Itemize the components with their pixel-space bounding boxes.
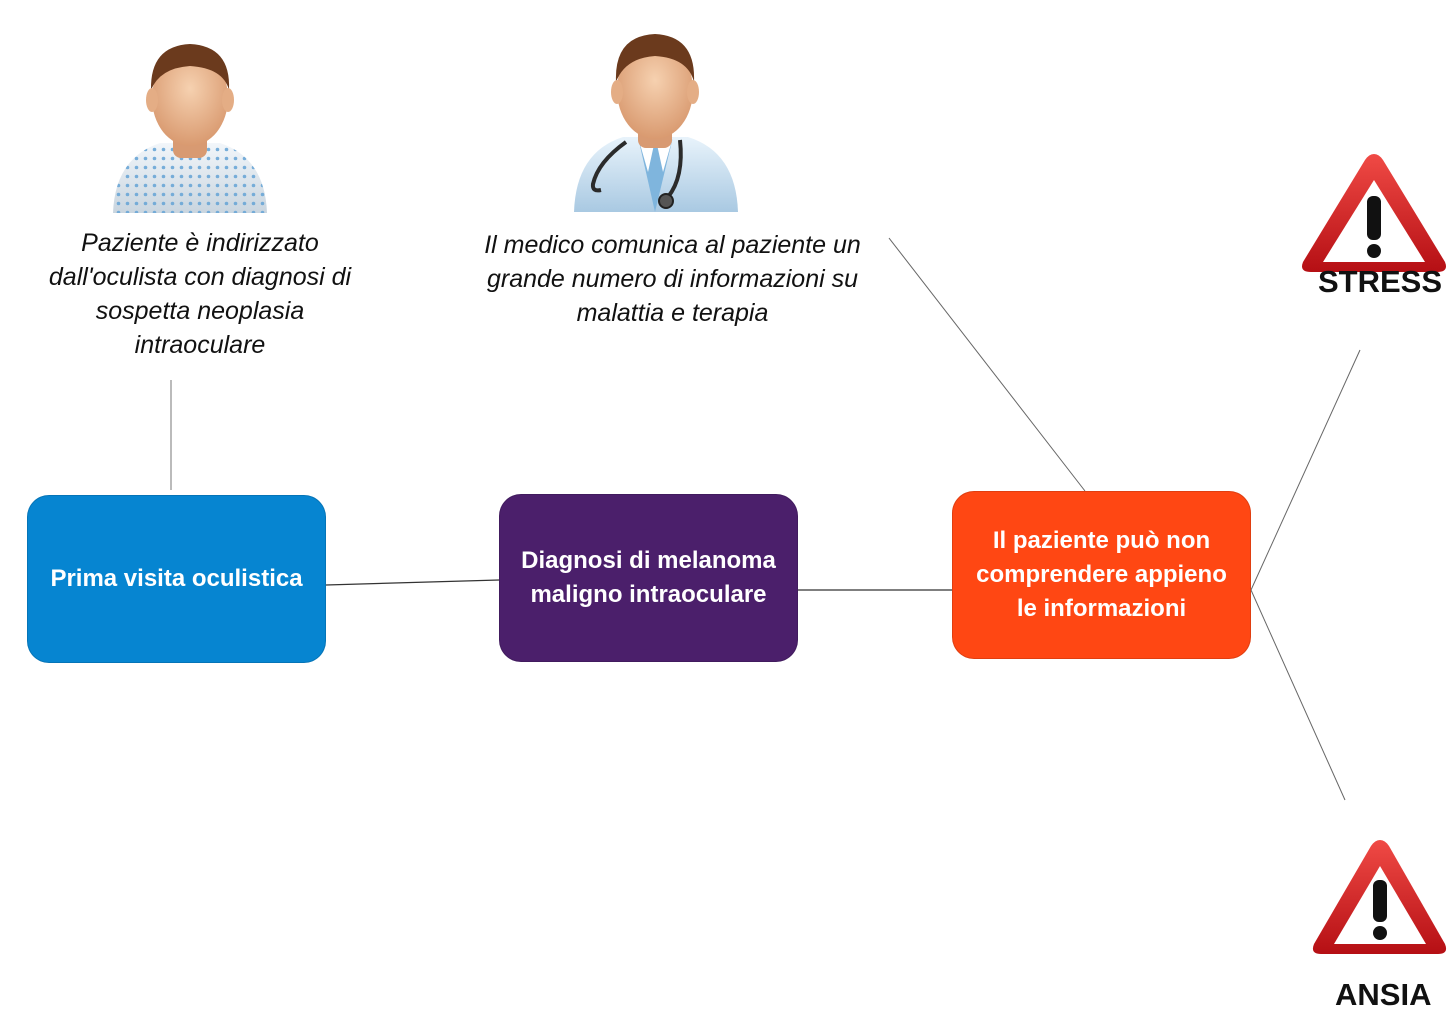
- connector-misunderstanding-to-ansia: [1250, 589, 1346, 801]
- warning-triangle-icon: [1310, 836, 1449, 958]
- outcome-ansia-label: ANSIA: [1335, 977, 1432, 1012]
- node-diagnosis: Diagnosi di melanoma maligno intraocular…: [499, 494, 798, 662]
- connector-first-visit-to-diagnosis: [325, 579, 500, 586]
- node-first-visit: Prima visita oculistica: [27, 495, 326, 663]
- caption-doctor: Il medico comunica al paziente un grande…: [484, 231, 861, 327]
- connector-doctor-to-misunderstanding: [888, 237, 1086, 492]
- patient-avatar-icon: [105, 28, 275, 218]
- node-misunderstanding: Il paziente può non comprendere appieno …: [952, 491, 1251, 659]
- outcome-stress-label: STRESS: [1318, 264, 1443, 299]
- doctor-avatar-icon: [568, 12, 743, 217]
- connector-misunderstanding-to-stress: [1250, 349, 1361, 591]
- warning-triangle-icon: [1299, 150, 1449, 276]
- caption-patient: Paziente è indirizzato dall'oculista con…: [48, 229, 352, 359]
